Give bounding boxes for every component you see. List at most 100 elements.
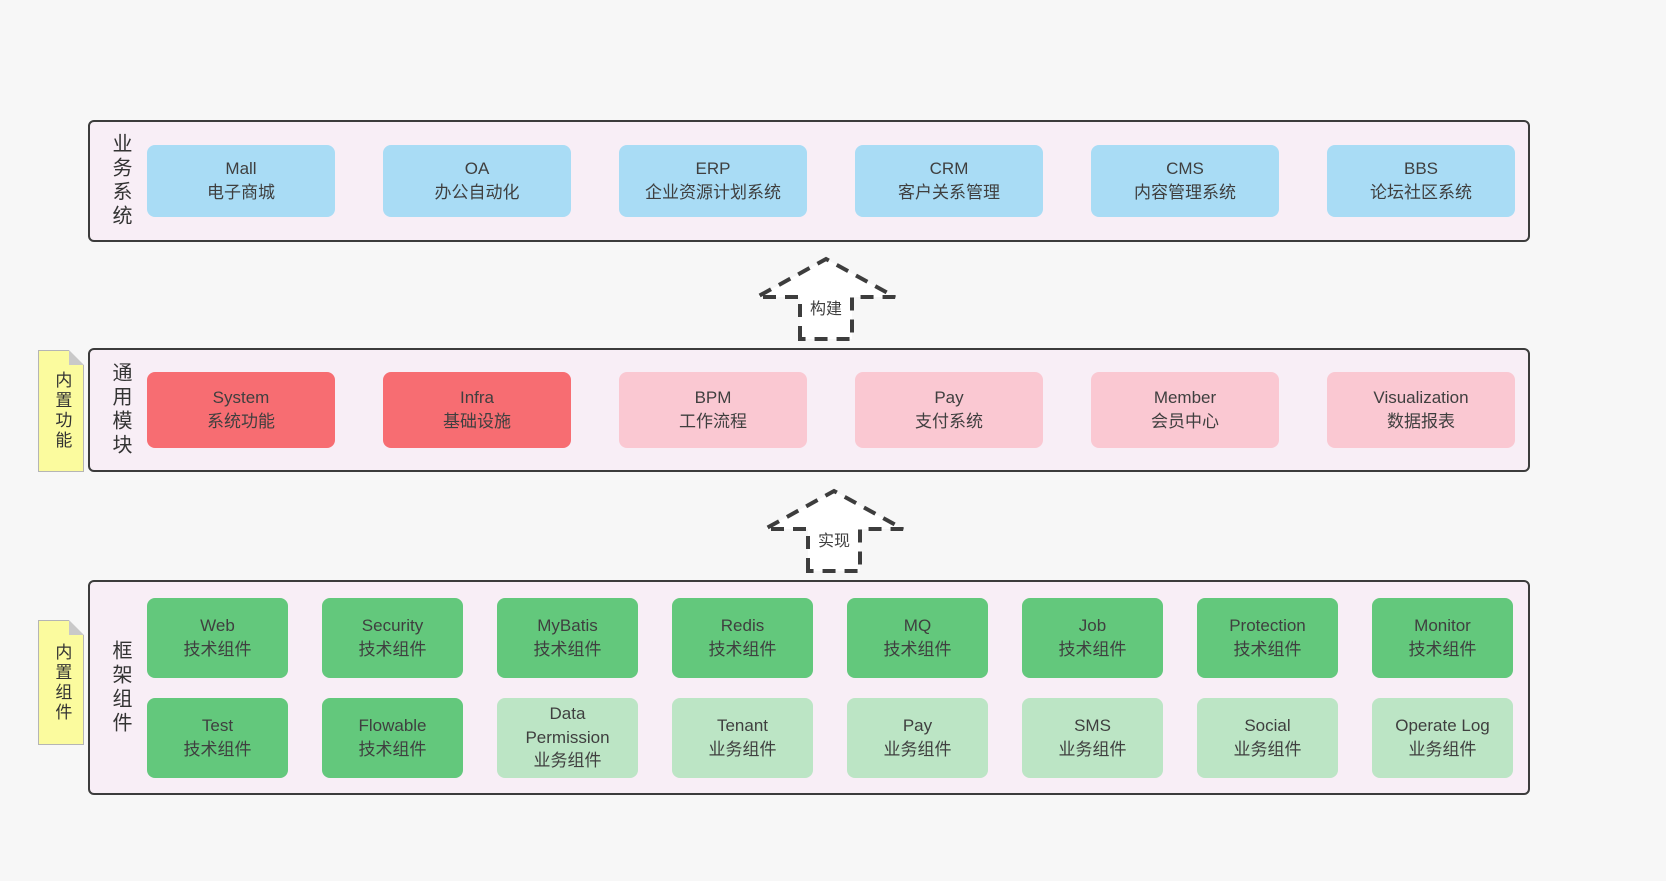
- box-tenant-title: Tenant: [716, 715, 769, 735]
- arrow-build: 构建: [751, 255, 901, 343]
- layer-common-modules: 通用模块 System 系统功能 Infra 基础设施 BPM 工作流程 Pay…: [88, 348, 1530, 472]
- box-pay-module-title: Pay: [934, 388, 964, 408]
- box-infra-subtitle: 基础设施: [443, 412, 511, 431]
- box-mybatis-title: MyBatis: [537, 615, 598, 635]
- box-sms-subtitle: 业务组件: [1058, 739, 1127, 759]
- box-web-title: Web: [200, 615, 235, 635]
- box-sms: SMS 业务组件: [1022, 697, 1163, 778]
- box-operate-log-title: Operate Log: [1395, 715, 1490, 735]
- box-mybatis: MyBatis 技术组件: [497, 597, 638, 678]
- box-job-title: Job: [1078, 615, 1107, 635]
- box-social-title: Social: [1244, 715, 1291, 735]
- box-job: Job 技术组件: [1022, 597, 1163, 678]
- box-system: System 系统功能: [147, 372, 335, 448]
- box-flowable: Flowable 技术组件: [322, 697, 463, 778]
- note-built-in-components-label: 内置组件: [52, 642, 72, 723]
- box-operate-log: Operate Log 业务组件: [1372, 697, 1513, 778]
- box-erp-title: ERP: [695, 159, 731, 179]
- arrow-implement: 实现: [759, 487, 909, 575]
- box-infra: Infra 基础设施: [383, 372, 571, 448]
- box-pay-module: Pay 支付系统: [855, 372, 1043, 448]
- box-crm: CRM 客户关系管理: [855, 145, 1043, 217]
- note-built-in-components: 内置组件: [38, 620, 84, 745]
- box-sms-title: SMS: [1074, 715, 1111, 735]
- box-mq-title: MQ: [903, 615, 932, 635]
- box-redis-subtitle: 技术组件: [708, 639, 777, 659]
- box-mall: Mall 电子商城: [147, 145, 335, 217]
- box-monitor: Monitor 技术组件: [1372, 597, 1513, 678]
- box-pay-component-title: Pay: [902, 715, 933, 735]
- box-oa-title: OA: [464, 159, 490, 179]
- box-mq-subtitle: 技术组件: [883, 639, 952, 659]
- box-erp: ERP 企业资源计划系统: [619, 145, 807, 217]
- box-test-title: Test: [201, 715, 234, 735]
- note-built-in-features: 内置功能: [38, 350, 84, 472]
- box-test-subtitle: 技术组件: [183, 739, 252, 759]
- box-flowable-title: Flowable: [358, 715, 427, 735]
- box-mall-subtitle: 电子商城: [207, 183, 275, 202]
- box-cms-title: CMS: [1166, 159, 1204, 179]
- note-built-in-features-label: 内置功能: [52, 371, 72, 451]
- layer-business-label-col: 业务系统: [102, 122, 138, 240]
- box-member-subtitle: 会员中心: [1151, 412, 1219, 431]
- box-security-title: Security: [361, 615, 424, 635]
- layer-business-label: 业务系统: [109, 133, 131, 229]
- box-mq: MQ 技术组件: [847, 597, 988, 678]
- box-mall-title: Mall: [225, 159, 257, 179]
- arrow-implement-label: 实现: [815, 527, 853, 551]
- box-data-permission-subtitle: 业务组件: [533, 751, 602, 771]
- box-member-title: Member: [1153, 388, 1217, 408]
- box-data-permission: Data Permission 业务组件: [497, 697, 638, 778]
- box-visualization-title: Visualization: [1373, 388, 1469, 408]
- box-visualization: Visualization 数据报表: [1327, 372, 1515, 448]
- box-test: Test 技术组件: [147, 697, 288, 778]
- box-oa: OA 办公自动化: [383, 145, 571, 217]
- business-boxes-row: Mall 电子商城 OA 办公自动化 ERP 企业资源计划系统 CRM 客户关系…: [147, 145, 1515, 217]
- box-social-subtitle: 业务组件: [1233, 739, 1302, 759]
- box-protection-subtitle: 技术组件: [1233, 639, 1302, 659]
- box-system-title: System: [212, 388, 270, 408]
- box-redis-title: Redis: [720, 615, 765, 635]
- arrow-build-label: 构建: [807, 295, 845, 319]
- box-data-permission-title: Data Permission: [525, 703, 610, 747]
- box-protection-title: Protection: [1229, 615, 1306, 635]
- box-web-subtitle: 技术组件: [183, 639, 252, 659]
- box-protection: Protection 技术组件: [1197, 597, 1338, 678]
- layer-business-systems: 业务系统 Mall 电子商城 OA 办公自动化 ERP 企业资源计划系统 CRM…: [88, 120, 1530, 242]
- layer-modules-label: 通用模块: [109, 362, 131, 458]
- framework-row-1: Web 技术组件 Security 技术组件 MyBatis 技术组件 Redi…: [147, 597, 1513, 678]
- box-cms: CMS 内容管理系统: [1091, 145, 1279, 217]
- box-monitor-subtitle: 技术组件: [1408, 639, 1477, 659]
- framework-row-2: Test 技术组件 Flowable 技术组件 Data Permission …: [147, 697, 1513, 778]
- box-web: Web 技术组件: [147, 597, 288, 678]
- box-oa-subtitle: 办公自动化: [434, 183, 520, 202]
- box-infra-title: Infra: [459, 388, 495, 408]
- box-member: Member 会员中心: [1091, 372, 1279, 448]
- box-bbs: BBS 论坛社区系统: [1327, 145, 1515, 217]
- box-bpm-subtitle: 工作流程: [679, 412, 747, 431]
- box-pay-component: Pay 业务组件: [847, 697, 988, 778]
- box-crm-subtitle: 客户关系管理: [898, 183, 1000, 202]
- box-tenant-subtitle: 业务组件: [708, 739, 777, 759]
- box-security-subtitle: 技术组件: [358, 639, 427, 659]
- box-erp-subtitle: 企业资源计划系统: [645, 183, 781, 202]
- box-pay-component-subtitle: 业务组件: [883, 739, 952, 759]
- box-job-subtitle: 技术组件: [1058, 639, 1127, 659]
- box-bpm-title: BPM: [694, 388, 732, 408]
- layer-framework-label: 框架组件: [109, 639, 131, 736]
- box-bpm: BPM 工作流程: [619, 372, 807, 448]
- box-tenant: Tenant 业务组件: [672, 697, 813, 778]
- box-redis: Redis 技术组件: [672, 597, 813, 678]
- layer-framework-components: 框架组件 Web 技术组件 Security 技术组件 MyBatis 技术组件…: [88, 580, 1530, 795]
- box-cms-subtitle: 内容管理系统: [1134, 183, 1236, 202]
- layer-modules-label-col: 通用模块: [102, 350, 138, 470]
- box-system-subtitle: 系统功能: [207, 412, 275, 431]
- box-pay-module-subtitle: 支付系统: [915, 412, 983, 431]
- modules-boxes-row: System 系统功能 Infra 基础设施 BPM 工作流程 Pay 支付系统…: [147, 372, 1515, 448]
- box-flowable-subtitle: 技术组件: [358, 739, 427, 759]
- box-bbs-title: BBS: [1403, 159, 1439, 179]
- box-social: Social 业务组件: [1197, 697, 1338, 778]
- box-monitor-title: Monitor: [1414, 615, 1471, 635]
- box-crm-title: CRM: [929, 159, 969, 179]
- layer-framework-label-col: 框架组件: [102, 582, 138, 793]
